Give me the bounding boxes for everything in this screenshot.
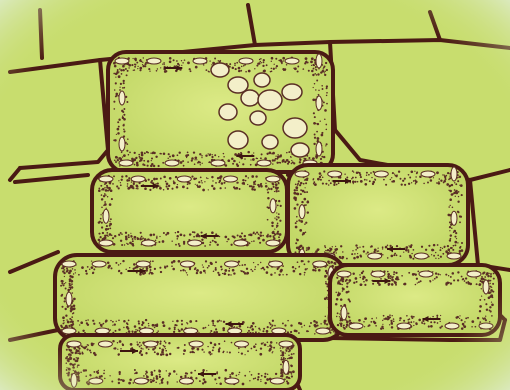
- edge-vignette: [0, 0, 510, 390]
- cell-illustration: [0, 0, 510, 390]
- plant-cells-drawing: [0, 0, 510, 390]
